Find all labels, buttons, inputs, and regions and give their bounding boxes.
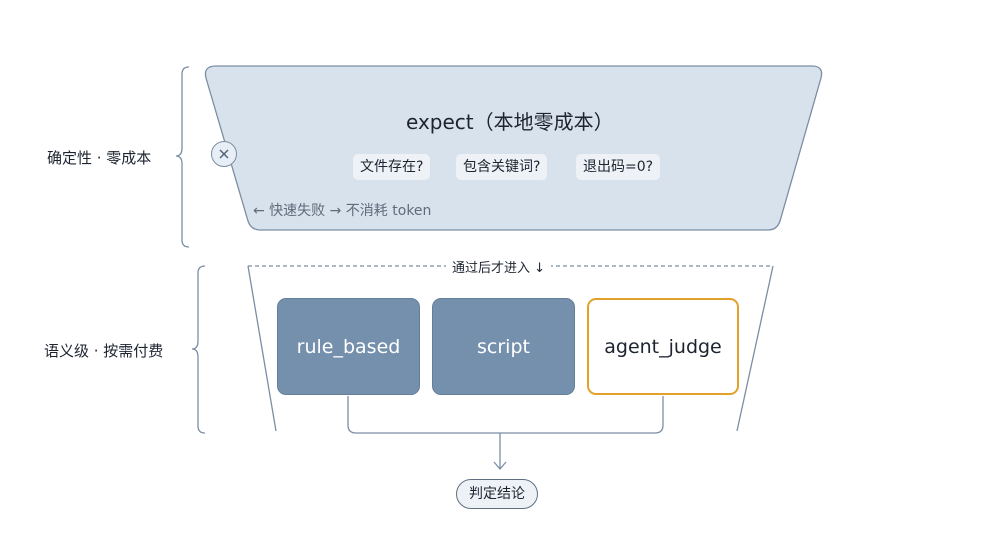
method-script: script — [432, 298, 575, 395]
stage1-title: expect（本地零成本） — [406, 110, 614, 134]
stage2-side-label: 语义级 · 按需付费 — [44, 342, 164, 360]
stage1-side-label: 确定性 · 零成本 — [47, 149, 152, 167]
stage1-panel — [204, 65, 823, 231]
verdict-pill: 判定结论 — [456, 479, 538, 509]
close-icon — [211, 141, 237, 167]
method-agent-judge: agent_judge — [587, 298, 739, 395]
fail-fast-note: ← 快速失败 → 不消耗 token — [253, 203, 432, 219]
method-rule-based-label: rule_based — [296, 335, 401, 358]
method-rule-based: rule_based — [277, 298, 420, 395]
method-script-label: script — [477, 335, 530, 358]
stage2-right-side — [736, 265, 774, 432]
stage1-brace — [175, 66, 190, 248]
stage2-brace — [191, 265, 206, 434]
pass-through-label: 通过后才进入 ↓ — [446, 257, 552, 276]
verdict-arrow-head — [493, 461, 507, 470]
check-chip-keyword: 包含关键词? — [456, 154, 548, 180]
stage2-left-side — [247, 265, 277, 432]
merge-connector — [347, 396, 664, 434]
method-agent-judge-label: agent_judge — [604, 335, 722, 358]
check-chip-file-exists: 文件存在? — [353, 154, 431, 180]
check-chip-exit-code: 退出码=0? — [576, 154, 661, 180]
